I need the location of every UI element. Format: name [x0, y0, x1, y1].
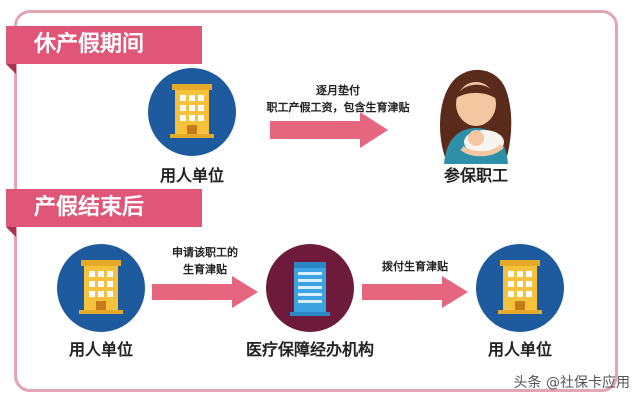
- arrow-note-line: 生育津贴: [183, 263, 227, 276]
- employer-icon: [57, 244, 145, 332]
- arrow-note-line: 逐月垫付: [316, 84, 360, 97]
- employer-label: 用人单位: [159, 166, 224, 185]
- building-icon: [498, 260, 542, 314]
- building-icon: [79, 260, 123, 314]
- watermark: 头条 @社保卡应用: [513, 375, 630, 391]
- arrow-right-icon: [270, 112, 388, 148]
- banner-fold: [6, 227, 16, 237]
- employee-label: 参保职工: [443, 166, 508, 185]
- arrow-note-line: 申请该职工的: [172, 246, 238, 259]
- agency-label: 医疗保障经办机构: [245, 340, 374, 359]
- arrow-note-disburse: 拨付生育津贴: [382, 260, 448, 273]
- section-title: 休产假期间: [34, 32, 145, 57]
- section-banner-maternity-leave: 休产假期间: [6, 26, 202, 74]
- arrow-note-advance-pay: 逐月垫付 职工产假工资，包含生育津贴: [248, 82, 428, 116]
- employer-icon: [148, 68, 236, 156]
- banner-fold: [6, 64, 16, 74]
- agency-icon: [266, 244, 354, 332]
- office-tower-icon: [290, 262, 330, 316]
- arrow-right-icon: [362, 276, 468, 308]
- employer-label-right: 用人单位: [487, 340, 552, 359]
- employer-label-left: 用人单位: [68, 340, 133, 359]
- employer-icon: [476, 244, 564, 332]
- arrow-note-line: 职工产假工资，包含生育津贴: [266, 101, 410, 114]
- arrow-note-apply: 申请该职工的 生育津贴: [152, 244, 258, 278]
- arrow-right-icon: [152, 276, 258, 308]
- section-banner-after-leave: 产假结束后: [6, 189, 202, 237]
- mother-baby-icon: [440, 69, 512, 164]
- building-icon: [170, 84, 214, 138]
- section-title: 产假结束后: [34, 195, 145, 220]
